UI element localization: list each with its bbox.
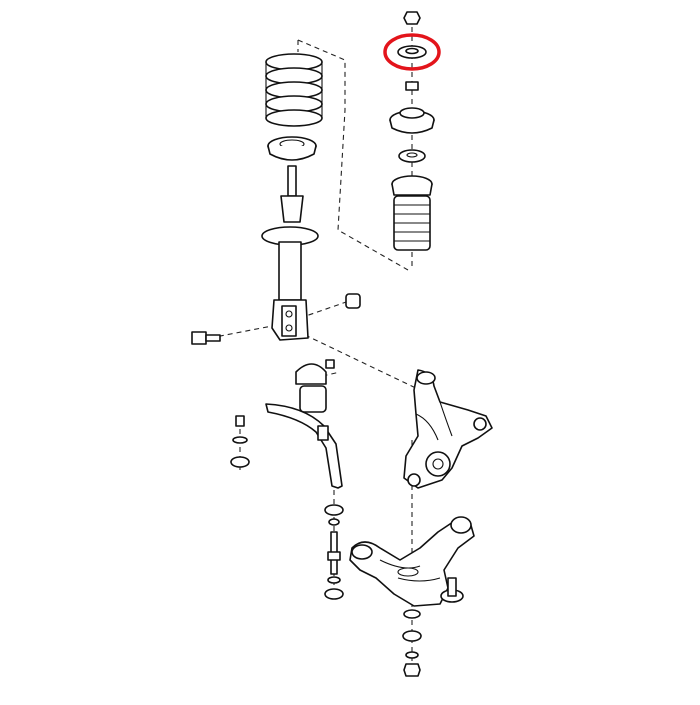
small-nut [405, 81, 419, 91]
spring-insulator [267, 136, 317, 161]
lower-nut-stack [402, 609, 422, 677]
upper-support [389, 107, 435, 134]
shock-absorber [261, 165, 319, 341]
stabilizer-link [324, 504, 344, 600]
bearing-washer [398, 149, 426, 163]
strut-bolt [191, 331, 221, 345]
link-hardware-left [230, 415, 250, 468]
stabilizer-bar [265, 403, 343, 489]
stabilizer-bracket [295, 359, 335, 413]
upper-support-washer [397, 45, 427, 59]
coil-spring [265, 53, 323, 127]
highlight-circle [383, 33, 441, 71]
ball-joint [440, 577, 464, 603]
upper-nut [403, 11, 421, 25]
strut-nut [345, 293, 361, 309]
lower-control-arm [349, 516, 475, 607]
steering-knuckle [403, 369, 493, 489]
dust-boot-bumper [391, 175, 433, 251]
